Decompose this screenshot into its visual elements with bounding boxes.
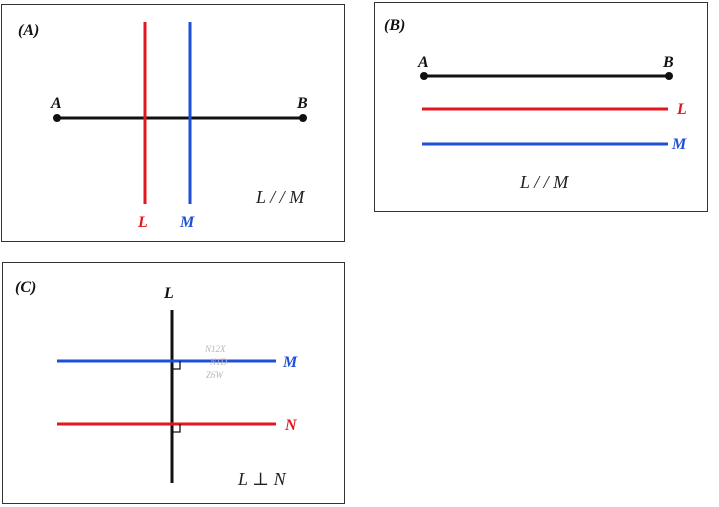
panel-b-tag: (B) xyxy=(384,17,405,34)
relation-label: L ⊥ N xyxy=(237,469,287,489)
panel-a-tag: (A) xyxy=(18,22,39,39)
watermark-line-2: N1D xyxy=(209,357,228,367)
watermark-line-3: Z6W xyxy=(206,370,225,380)
point-b-label: B xyxy=(296,95,308,112)
line-l-label: L xyxy=(676,101,687,118)
point-b xyxy=(299,114,307,122)
relation-label: L / / M xyxy=(255,187,305,207)
line-l-label: L xyxy=(163,285,174,302)
panel-b xyxy=(374,2,708,212)
point-a xyxy=(53,114,61,122)
panel-a xyxy=(1,4,345,242)
point-b xyxy=(665,72,673,80)
line-n-label: N xyxy=(284,417,298,434)
right-angle-marker-n xyxy=(172,424,181,433)
point-a xyxy=(420,72,428,80)
watermark-line-1: N12X xyxy=(204,344,226,354)
relation-label: L / / M xyxy=(519,172,569,192)
point-b-label: B xyxy=(662,54,674,71)
line-l-label: L xyxy=(137,214,148,231)
right-angle-marker-m xyxy=(172,361,181,370)
panel-c-tag: (C) xyxy=(15,279,36,296)
point-a-label: A xyxy=(50,95,62,112)
line-m-label: M xyxy=(179,214,195,231)
line-m-label: M xyxy=(671,136,687,153)
line-m-label: M xyxy=(282,354,298,371)
point-a-label: A xyxy=(417,54,429,71)
